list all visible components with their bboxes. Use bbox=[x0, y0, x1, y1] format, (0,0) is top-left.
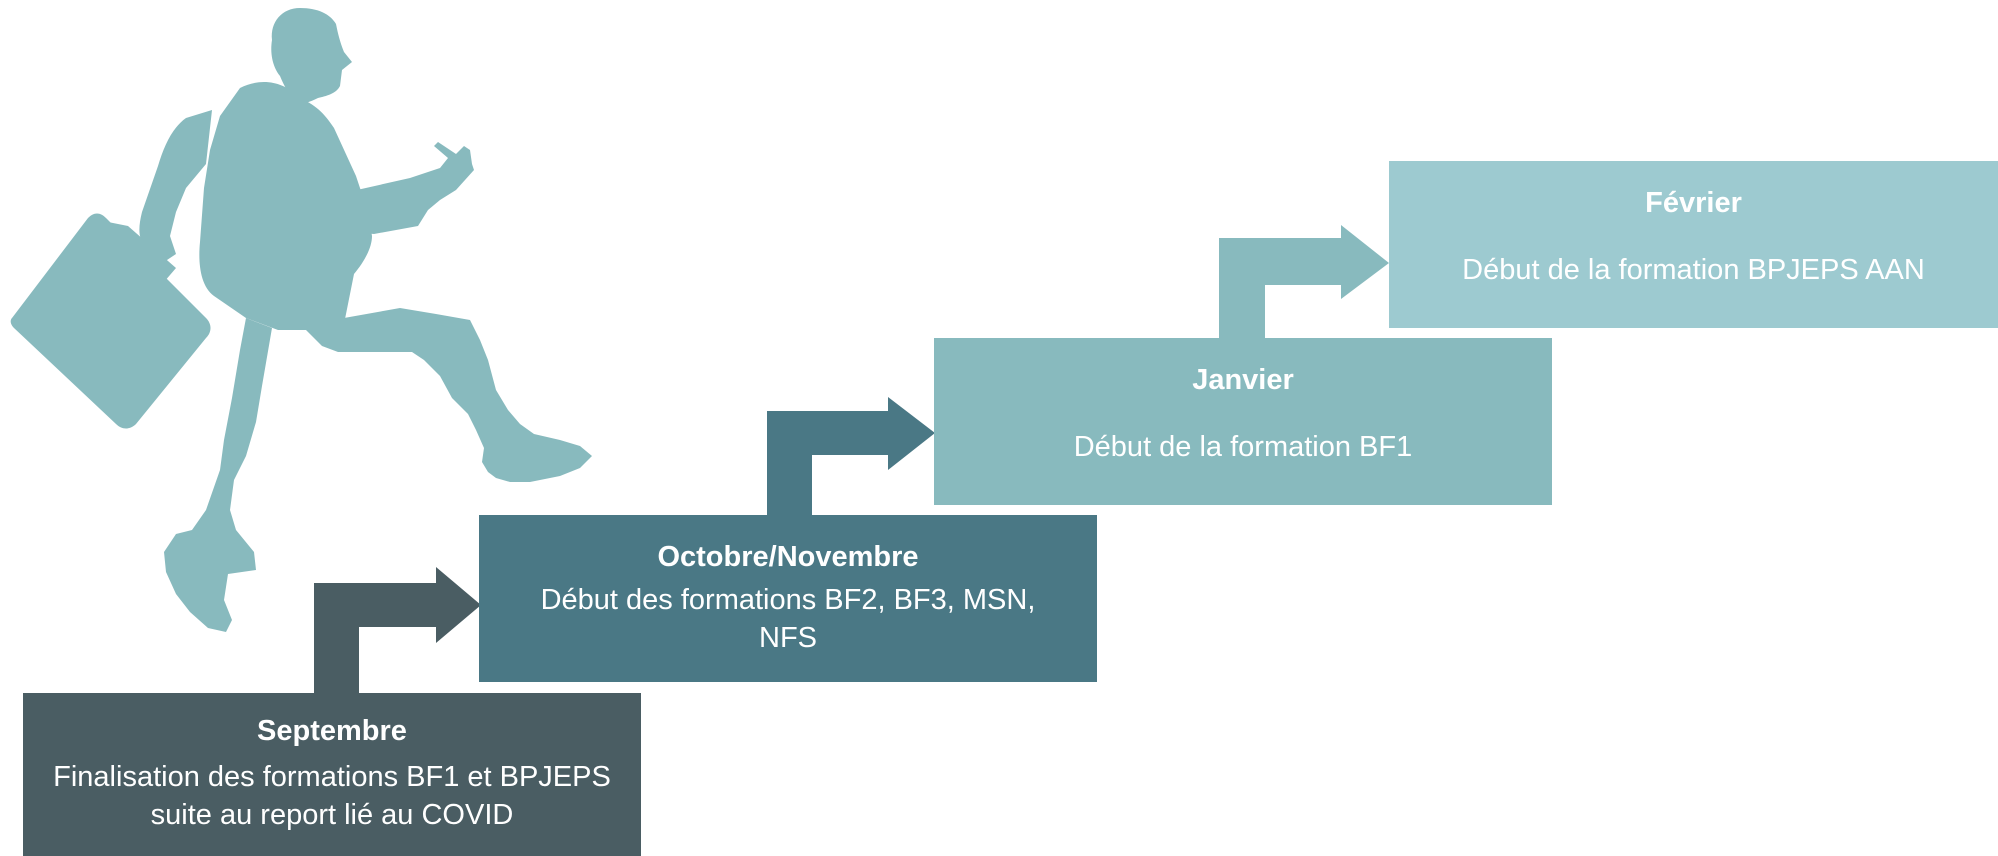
step-description: Début de la formation BF1 bbox=[1073, 431, 1413, 463]
step-title: Janvier bbox=[1192, 364, 1294, 396]
step-septembre: Septembre Finalisation des formations BF… bbox=[23, 693, 641, 856]
step-description: Finalisation des formations BF1 et BPJEP… bbox=[53, 761, 611, 831]
step-fevrier: Février Début de la formation BPJEPS AAN bbox=[1389, 161, 1998, 328]
step-title: Octobre/Novembre bbox=[657, 541, 919, 573]
step-description: Début de la formation BPJEPS AAN bbox=[1462, 254, 1925, 286]
step-title: Septembre bbox=[257, 715, 407, 747]
bent-arrow-icon bbox=[1219, 225, 1389, 338]
step-description: Début des formations BF2, BF3, MSN, NFS bbox=[540, 584, 1036, 654]
bent-arrow-icon bbox=[767, 397, 935, 515]
step-octobre-novembre: Octobre/Novembre Début des formations BF… bbox=[479, 515, 1097, 682]
bent-arrow-icon bbox=[314, 567, 481, 693]
step-janvier: Janvier Début de la formation BF1 bbox=[934, 338, 1552, 505]
step-title: Février bbox=[1645, 187, 1742, 219]
running-businessman-icon bbox=[10, 8, 592, 632]
